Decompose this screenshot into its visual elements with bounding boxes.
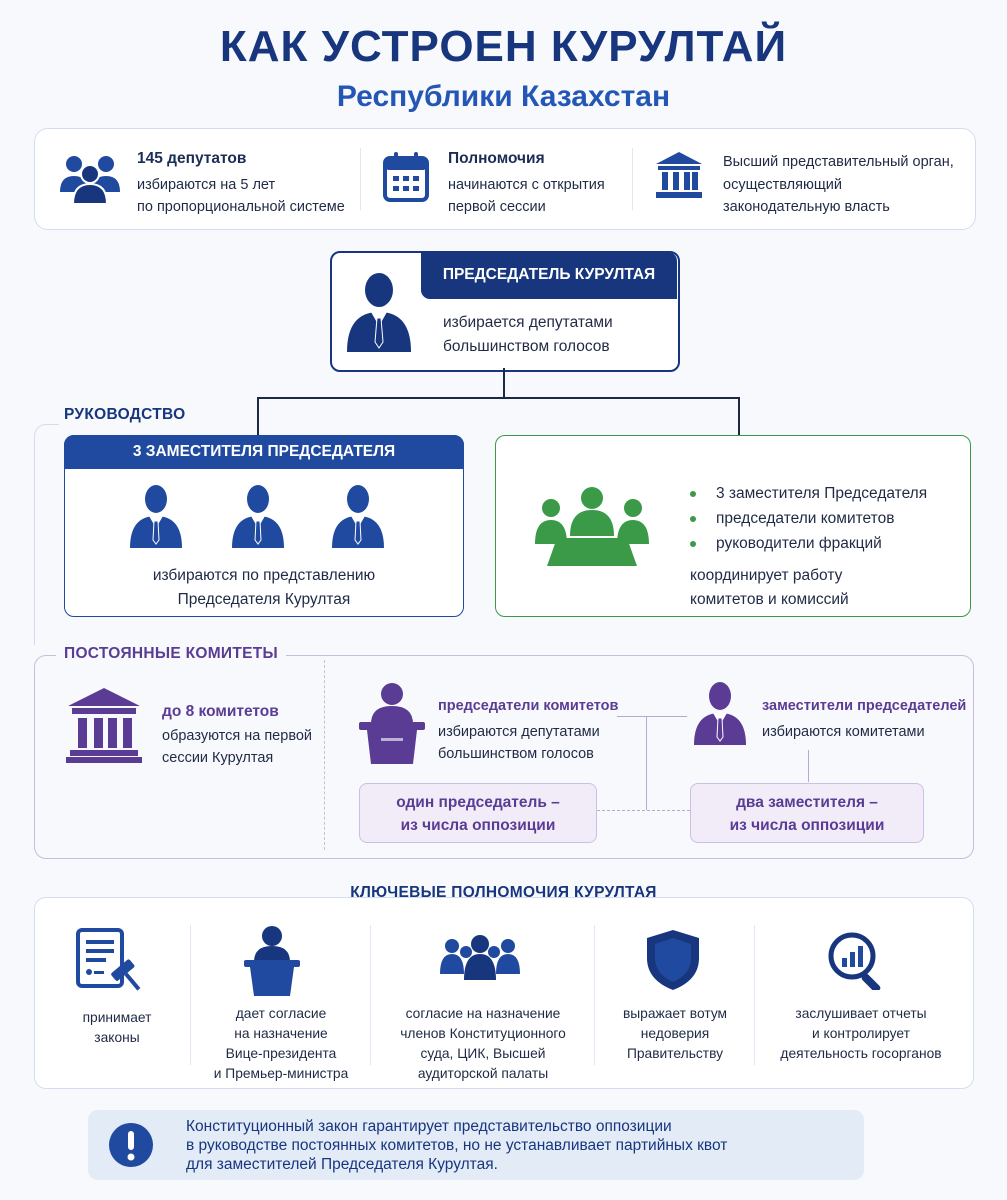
info-divider: [632, 148, 633, 210]
connector-line: [808, 750, 809, 782]
speaker-podium-icon: [242, 924, 302, 1003]
organ-line1: Высший представительный орган,: [723, 154, 954, 170]
shield-icon: [645, 928, 701, 997]
person-icon: [230, 484, 286, 553]
group-icon: [440, 934, 520, 987]
opposition-chair-line1: один председатель –: [396, 794, 560, 811]
bureau-item: председатели комитетов: [688, 506, 958, 531]
document-gavel-icon: [74, 928, 146, 999]
bureau-line1: координирует работу: [690, 567, 843, 584]
connector-line: [738, 397, 740, 435]
committee-deputies-title: заместители председателей: [762, 698, 967, 714]
page-subtitle: Республики Казахстан: [336, 80, 671, 113]
info-divider: [360, 148, 361, 210]
connector-line: [503, 368, 505, 398]
deputy-chairs-line1: избираются по представлению: [152, 567, 376, 584]
speaker-podium-icon: [357, 680, 427, 771]
connector-line: [257, 397, 259, 435]
connector-line: [646, 716, 647, 810]
power-text: согласие на назначение членов Конституци…: [400, 1006, 566, 1081]
committees-divider: [324, 660, 325, 850]
committees-count: до 8 комитетов: [162, 703, 279, 720]
bureau-title: БЮРО КУРУЛТАЯ: [573, 444, 707, 461]
people-icon: [60, 152, 120, 209]
deputy-chairs-line2: Председателя Курултая: [177, 591, 351, 608]
page-title: КАК УСТРОЕН КУРУЛТАЙ: [219, 22, 788, 71]
deputy-chairs-title: 3 ЗАМЕСТИТЕЛЯ ПРЕДСЕДАТЕЛЯ: [64, 435, 464, 469]
exclamation-icon: [108, 1122, 154, 1173]
power-text: принимает законы: [82, 1010, 152, 1045]
bureau-item: руководители фракций: [688, 531, 958, 556]
opposition-deputies-line1: два заместителя –: [736, 794, 878, 811]
key-powers-label: КЛЮЧЕВЫЕ ПОЛНОМОЧИЯ КУРУЛТАЯ: [350, 884, 657, 901]
committees-count-line2: сессии Курултая: [162, 750, 274, 766]
deputies-count: 145 депутатов: [137, 150, 247, 167]
leadership-label: РУКОВОДСТВО: [64, 406, 186, 423]
bureau-item: 3 заместителя Председателя: [688, 481, 958, 506]
opposition-chair-line2: из числа оппозиции: [400, 817, 556, 834]
deputies-system: по пропорциональной системе: [137, 199, 345, 215]
building-icon: [654, 150, 704, 205]
deputies-term: избираются на 5 лет: [137, 177, 276, 193]
connector-line: [617, 716, 687, 717]
committee-deputies-line1: избираются комитетами: [762, 724, 925, 740]
power-text: выражает вотум недоверия Правительству: [622, 1006, 728, 1061]
person-icon: [128, 484, 184, 553]
opposition-chair-box: [359, 783, 597, 843]
committees-box: [34, 655, 974, 859]
person-icon: [330, 484, 386, 553]
powers-divider: [594, 925, 595, 1065]
opposition-deputies-box: [690, 783, 924, 843]
committee-chairs-line2: большинством голосов: [438, 746, 594, 762]
committee-chairs-line1: избираются депутатами: [438, 724, 600, 740]
chairman-line1: избирается депутатами: [443, 314, 613, 331]
powers-line1: начинаются с открытия: [448, 177, 605, 193]
person-icon: [692, 681, 748, 750]
powers-divider: [754, 925, 755, 1065]
chairman-title-bar: [421, 252, 677, 299]
organ-line3: законодательную власть: [723, 199, 890, 215]
bureau-line2: комитетов и комиссий: [690, 591, 849, 608]
organ-line2: осуществляющий: [723, 177, 842, 193]
committees-label: ПОСТОЯННЫЕ КОМИТЕТЫ: [56, 645, 287, 663]
chairman-title: ПРЕДСЕДАТЕЛЬ КУРУЛТАЯ: [442, 266, 656, 283]
calendar-icon: [383, 150, 429, 207]
power-text: дает согласие на назначение Вице-президе…: [213, 1006, 349, 1081]
connector-line: [257, 397, 740, 399]
committees-count-line1: образуются на первой: [162, 728, 313, 744]
powers-line2: первой сессии: [448, 199, 546, 215]
note-box: [88, 1110, 864, 1180]
bureau-list: 3 заместителя Председателя председатели …: [688, 481, 958, 556]
connector-line: [597, 810, 690, 811]
person-icon: [345, 270, 413, 357]
leadership-bracket: [34, 424, 59, 645]
committee-chairs-title: председатели комитетов: [438, 698, 619, 714]
magnifier-chart-icon: [826, 930, 892, 995]
building-icon: [66, 686, 142, 769]
chairman-line2: большинством голосов: [443, 338, 610, 355]
opposition-deputies-line2: из числа оппозиции: [729, 817, 885, 834]
powers-divider: [370, 925, 371, 1065]
powers-title: Полномочия: [448, 150, 545, 167]
note-text: Конституционный закон гарантирует предст…: [186, 1118, 728, 1173]
powers-divider: [190, 925, 191, 1065]
meeting-group-icon: [533, 486, 651, 573]
power-text: заслушивает отчеты и контролирует деятел…: [780, 1006, 942, 1061]
info-bar: [34, 128, 976, 230]
